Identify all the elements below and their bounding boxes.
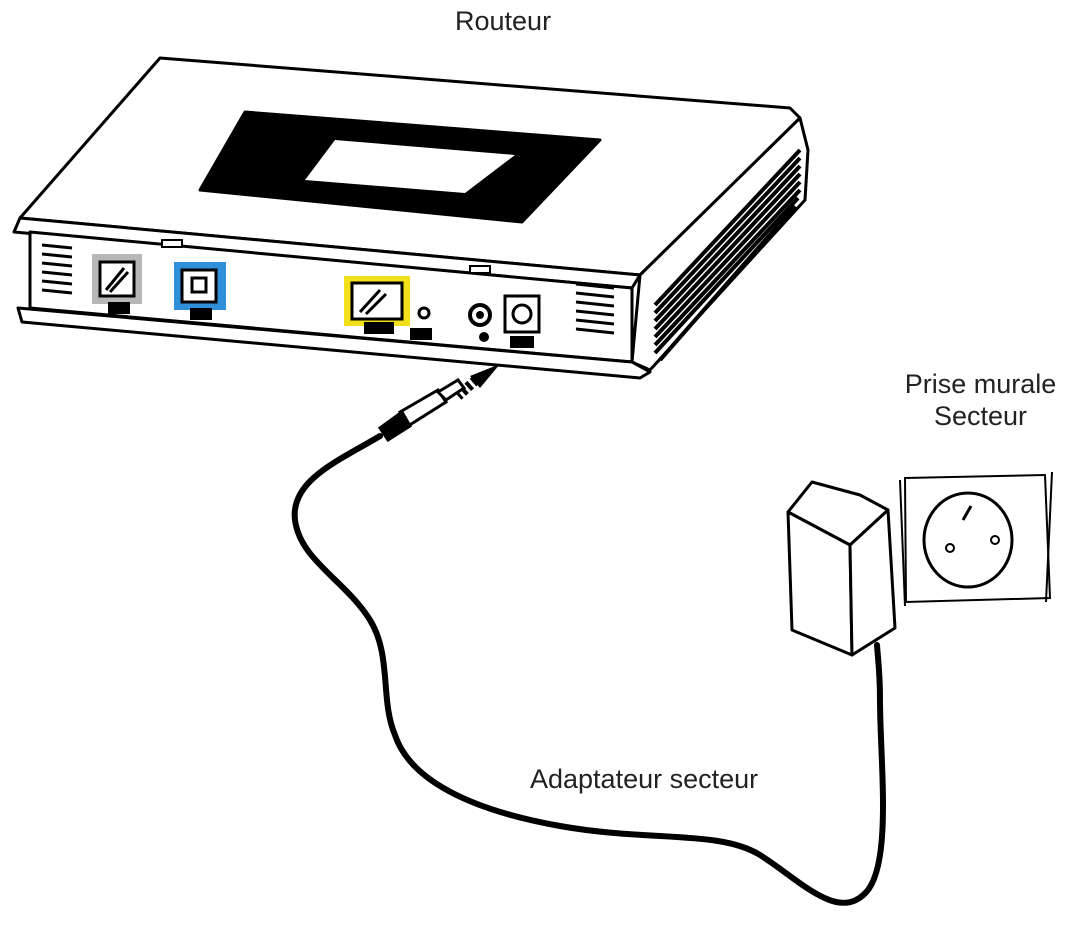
reset-label [410,328,432,340]
blue-port-label [190,308,212,320]
led-indicator-left [161,239,183,248]
router-bottom-lip [16,306,652,380]
led-indicator-right [469,265,491,274]
wall-outlet-edges [899,471,1053,607]
power-adapter [786,480,897,657]
wall-outlet-label-line1: Prise murale [904,369,1057,399]
router-label: Routeur [455,6,552,36]
router-front-vents-left [41,243,73,295]
router-front-vents-right [575,282,615,335]
round-port-button [479,332,489,342]
dc-plug-tip [435,378,467,402]
yellow-port-jack-lines [358,288,388,316]
insert-arrow [454,364,500,400]
blue-port-socket [190,276,208,294]
dc-power-socket [511,303,533,325]
power-adapter-side [848,508,897,657]
wall-outlet-hole-left [945,543,955,553]
power-adapter-label: Adaptateur secteur [530,764,759,794]
dc-plug-strain-relief [377,409,413,443]
round-port-center [476,311,484,319]
wall-outlet-socket [922,491,1014,589]
gray-port [98,260,136,298]
blue-port [180,268,218,304]
router-ports [92,239,541,348]
wall-outlet-ground-pin [961,505,973,521]
yellow-port-label [364,322,394,334]
wall-outlet-label-line2: Secteur [933,401,1028,432]
gray-port-jack-lines [104,267,130,294]
power-cable [291,433,886,906]
gray-port-label [108,302,130,314]
router-display-window [305,140,515,193]
dc-power-label [510,336,534,348]
dc-plug [377,378,467,443]
wall-outlet [899,471,1053,607]
wall-outlet-label: Prise murale Secteur [878,368,1078,433]
wall-outlet-hole-right [990,535,1000,545]
reset-button [417,306,431,320]
router-side-vents [653,148,802,362]
